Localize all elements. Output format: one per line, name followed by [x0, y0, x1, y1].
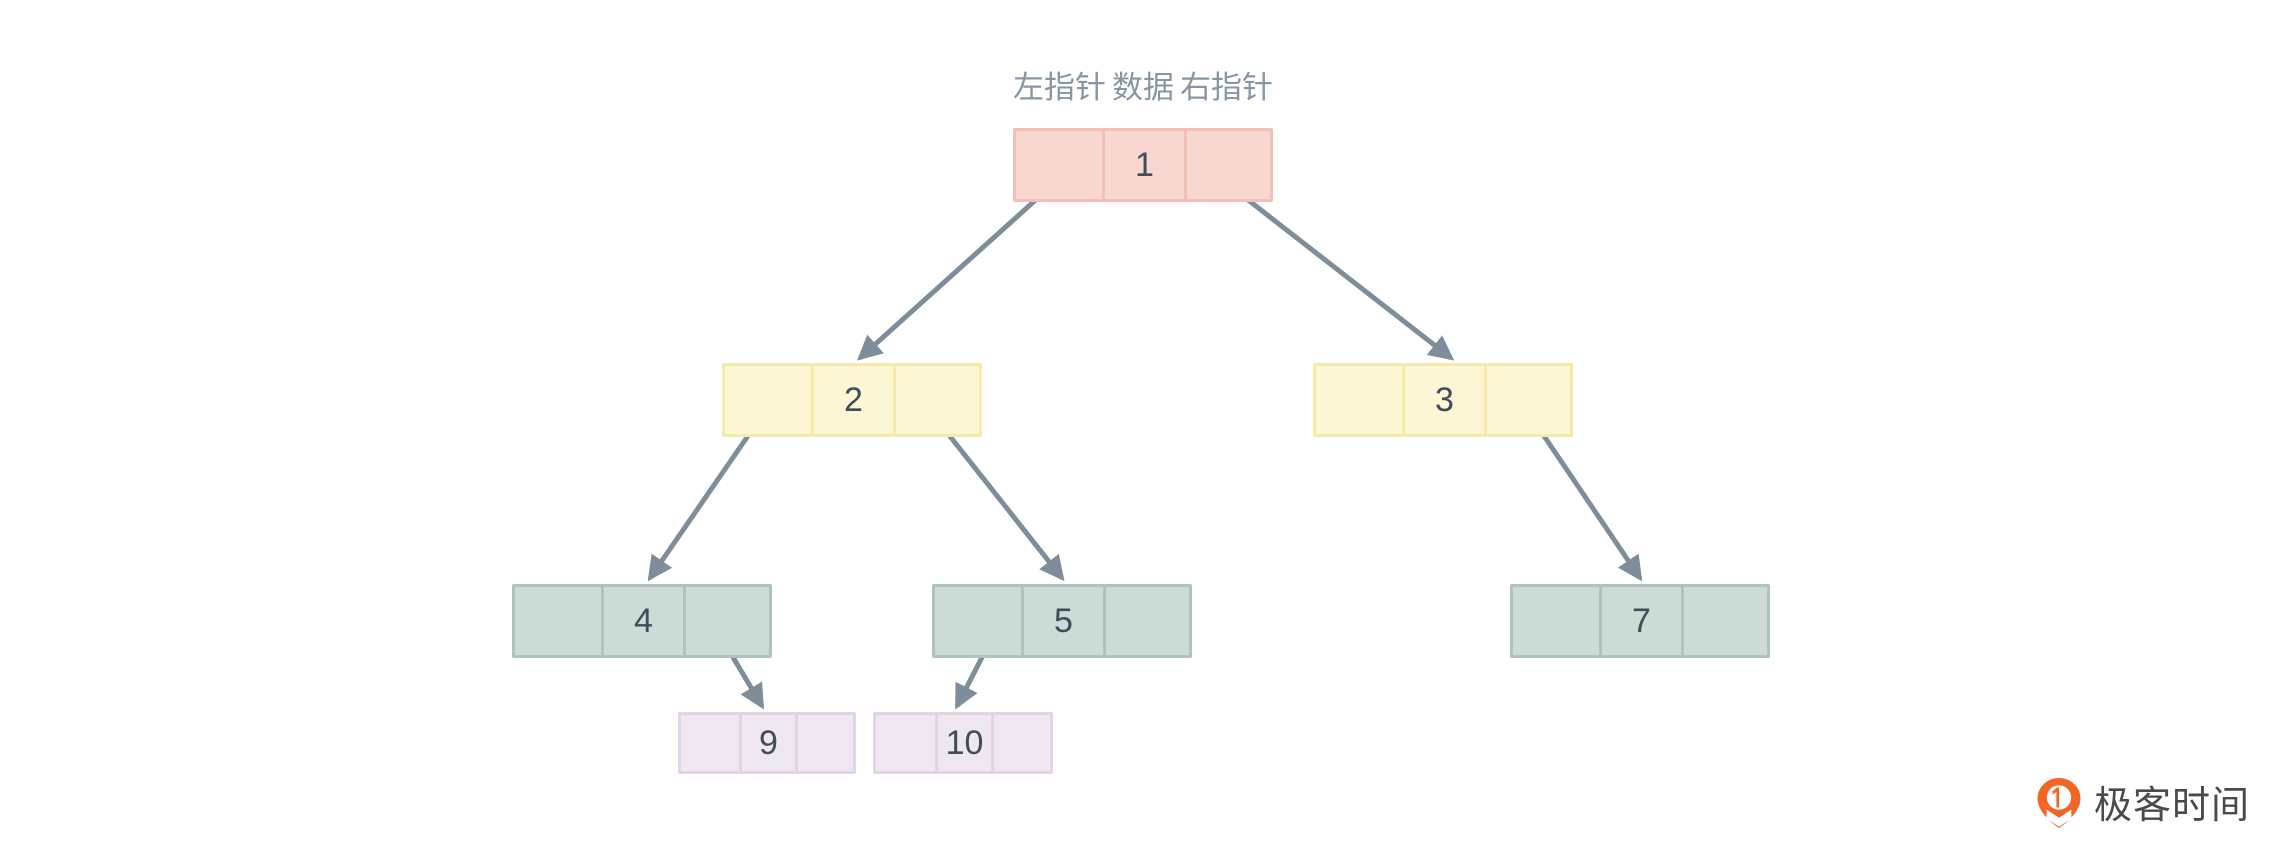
node-3-left-pointer-cell — [1316, 366, 1402, 434]
node-2[interactable]: 2 — [722, 363, 982, 437]
node-1-data-cell: 1 — [1102, 131, 1183, 199]
node-7-right-pointer-cell — [1680, 587, 1767, 655]
label-data: 数据 — [1112, 70, 1174, 105]
node-10-left-pointer-cell — [876, 715, 935, 771]
node-5-right-pointer-cell — [1102, 587, 1189, 655]
node-2-right-pointer-cell — [892, 366, 979, 434]
node-4-right-pointer-cell — [682, 587, 769, 655]
node-4-data-cell: 4 — [601, 587, 682, 655]
edge-1-right — [1241, 194, 1455, 361]
node-2-left-pointer-cell — [725, 366, 811, 434]
node-3-right-pointer-cell — [1483, 366, 1570, 434]
label-left-pointer: 左指针 — [1013, 70, 1106, 105]
node-4-left-pointer-cell — [515, 587, 601, 655]
node-9-data-cell: 9 — [739, 715, 794, 771]
node-3[interactable]: 3 — [1313, 363, 1573, 437]
node-1-left-pointer-cell — [1016, 131, 1102, 199]
node-9[interactable]: 9 — [678, 712, 856, 774]
node-10[interactable]: 10 — [873, 712, 1053, 774]
watermark: 极客时间 — [2036, 777, 2250, 834]
geektime-pin-logo-icon — [2036, 777, 2082, 834]
node-7[interactable]: 7 — [1510, 584, 1770, 658]
node-5-left-pointer-cell — [935, 587, 1021, 655]
node-7-data-cell: 7 — [1599, 587, 1680, 655]
watermark-text: 极客时间 — [2093, 784, 2250, 827]
node-3-data-cell: 3 — [1402, 366, 1483, 434]
label-right-pointer: 右指针 — [1180, 70, 1273, 105]
node-2-data-cell: 2 — [811, 366, 892, 434]
edge-2-left — [647, 428, 755, 582]
node-1-right-pointer-cell — [1183, 131, 1270, 199]
node-4[interactable]: 4 — [512, 584, 772, 658]
node-5-data-cell: 5 — [1021, 587, 1102, 655]
node-10-data-cell: 10 — [935, 715, 991, 771]
node-5[interactable]: 5 — [932, 584, 1192, 658]
node-7-left-pointer-cell — [1513, 587, 1599, 655]
node-1[interactable]: 1 — [1013, 128, 1273, 202]
node-9-right-pointer-cell — [794, 715, 853, 771]
edge-1-left — [857, 194, 1042, 361]
node-9-left-pointer-cell — [681, 715, 739, 771]
column-header-labels: 左指针 数据 右指针 — [1013, 72, 1273, 103]
edge-2-right — [943, 428, 1065, 582]
node-10-right-pointer-cell — [990, 715, 1050, 771]
edge-3-right — [1537, 428, 1643, 582]
